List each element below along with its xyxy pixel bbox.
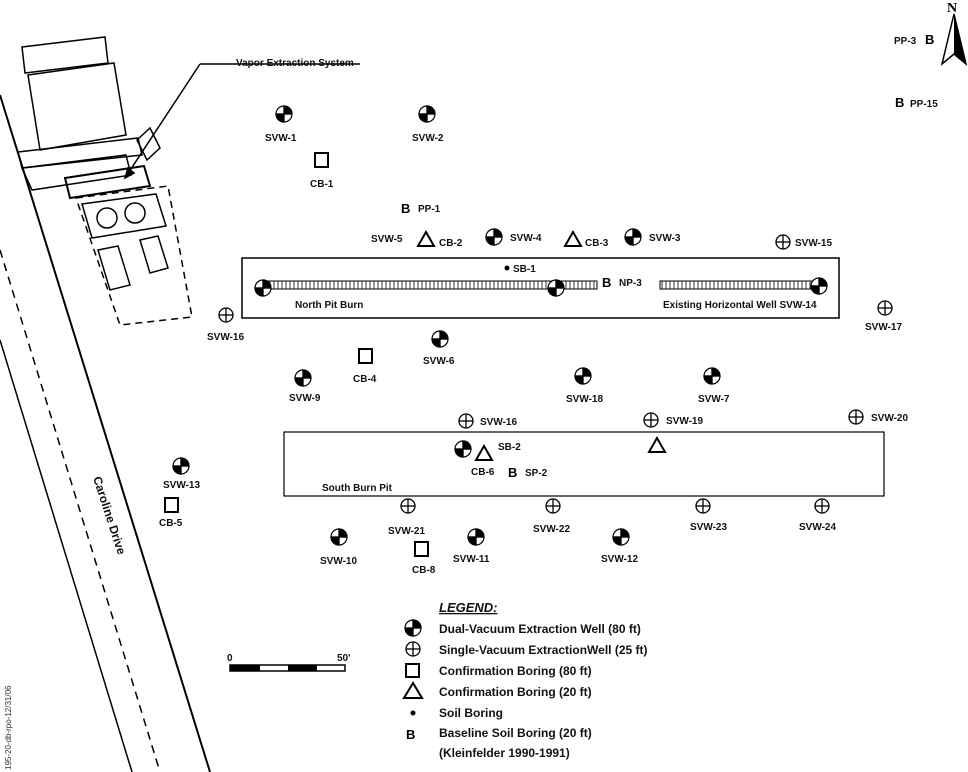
label-svw-13: SVW-13 (163, 480, 200, 491)
label-svw-4: SVW-4 (510, 233, 542, 244)
label-svw-20: SVW-20 (871, 413, 908, 424)
single-well-symbols (218, 234, 893, 514)
baseline-b-marks: B B B B B (401, 32, 934, 480)
scale-bar: 0 50' (227, 653, 351, 672)
label-svw-9: SVW-9 (289, 393, 321, 404)
confirmation-boring-20-symbols (416, 229, 667, 461)
label-svw-6: SVW-6 (423, 356, 455, 367)
label-np-3: NP-3 (619, 278, 642, 289)
label-cb-5: CB-5 (159, 518, 183, 529)
svg-text:B: B (401, 201, 410, 216)
legend: LEGEND: Dual-Vacuum Extraction Well (80 … (402, 600, 648, 760)
label-svw-10: SVW-10 (320, 556, 357, 567)
label-svw-18: SVW-18 (566, 394, 603, 405)
legend-item-soil-boring: Soil Boring (439, 706, 503, 720)
north-arrow-icon (940, 13, 968, 67)
south-pit-area (283, 431, 885, 497)
label-svw-24: SVW-24 (799, 522, 836, 533)
road-label: Caroline Drive (90, 475, 129, 557)
label-svw-16-west: SVW-16 (207, 332, 244, 343)
label-svw-1: SVW-1 (265, 133, 297, 144)
horizontal-well-label: Existing Horizontal Well SVW-14 (663, 300, 817, 311)
legend-item-kleinfelder: (Kleinfelder 1990-1991) (439, 746, 570, 760)
scale-start: 0 (227, 653, 233, 664)
soil-boring-dot (504, 265, 510, 271)
label-svw-19: SVW-19 (666, 416, 703, 427)
legend-item-confirmation-20: Confirmation Boring (20 ft) (439, 685, 592, 699)
label-cb-8: CB-8 (412, 565, 436, 576)
legend-item-dual-well: Dual-Vacuum Extraction Well (80 ft) (439, 622, 641, 636)
label-svw-2: SVW-2 (412, 133, 444, 144)
legend-item-baseline: Baseline Soil Boring (20 ft) (439, 726, 592, 740)
label-sb-1: SB-1 (513, 264, 536, 275)
svg-text:B: B (406, 727, 415, 742)
label-sp-2: SP-2 (525, 468, 548, 479)
label-cb-2: CB-2 (439, 238, 463, 249)
south-pit-label: South Burn Pit (322, 483, 393, 494)
north-pit-label: North Pit Burn (295, 300, 363, 311)
label-svw-11: SVW-11 (453, 554, 490, 565)
label-cb-6: CB-6 (471, 467, 495, 478)
label-pp-15: PP-15 (910, 99, 938, 110)
label-cb-3: CB-3 (585, 238, 609, 249)
label-svw-16: SVW-16 (480, 417, 517, 428)
label-svw-23: SVW-23 (690, 522, 727, 533)
svg-text:B: B (925, 32, 934, 47)
dual-well-labels: SVW-1 SVW-2 SVW-4 SVW-3 SVW-6 SVW-9 SVW-… (163, 133, 730, 567)
baseline-labels: PP-1 NP-3 SP-2 PP-3 PP-15 (418, 36, 938, 479)
label-svw-7: SVW-7 (698, 394, 730, 405)
label-svw-17: SVW-17 (865, 322, 902, 333)
vapor-extraction-system (17, 36, 360, 326)
legend-item-confirmation-80: Confirmation Boring (80 ft) (439, 664, 592, 678)
label-sb-2: SB-2 (498, 442, 521, 453)
label-cb-1: CB-1 (310, 179, 334, 190)
side-note: 195-20-db-rpo-12/31/06 (4, 685, 13, 770)
confirmation-boring-80-symbols (164, 152, 429, 557)
label-svw-12: SVW-12 (601, 554, 638, 565)
label-pp-3: PP-3 (894, 36, 917, 47)
road (0, 94, 211, 772)
label-svw-22: SVW-22 (533, 524, 570, 535)
svg-text:B: B (602, 275, 611, 290)
scale-end: 50' (337, 653, 351, 664)
svg-text:B: B (895, 95, 904, 110)
label-cb-4: CB-4 (353, 374, 377, 385)
north-pit-horizontal-well (261, 280, 598, 290)
svg-text:B: B (508, 465, 517, 480)
confirmation-boring-labels: CB-1 CB-4 CB-5 CB-8 CB-2 CB-3 CB-6 SVW-5 (159, 179, 609, 576)
legend-title: LEGEND: (439, 600, 498, 615)
north-label: N (947, 1, 957, 16)
label-svw-3: SVW-3 (649, 233, 681, 244)
label-svw-5: SVW-5 (371, 234, 403, 245)
label-svw-15: SVW-15 (795, 238, 832, 249)
single-well-labels: SVW-15 SVW-16 SVW-17 SVW-16 SVW-19 SVW-2… (207, 238, 908, 537)
existing-horizontal-well (659, 280, 821, 290)
dual-well-symbols (172, 105, 828, 546)
north-pit-area (241, 257, 840, 319)
legend-item-single-well: Single-Vacuum ExtractionWell (25 ft) (439, 643, 648, 657)
label-svw-21: SVW-21 (388, 526, 425, 537)
label-pp-1: PP-1 (418, 204, 441, 215)
vapor-extraction-label: Vapor Extraction System (236, 58, 354, 69)
